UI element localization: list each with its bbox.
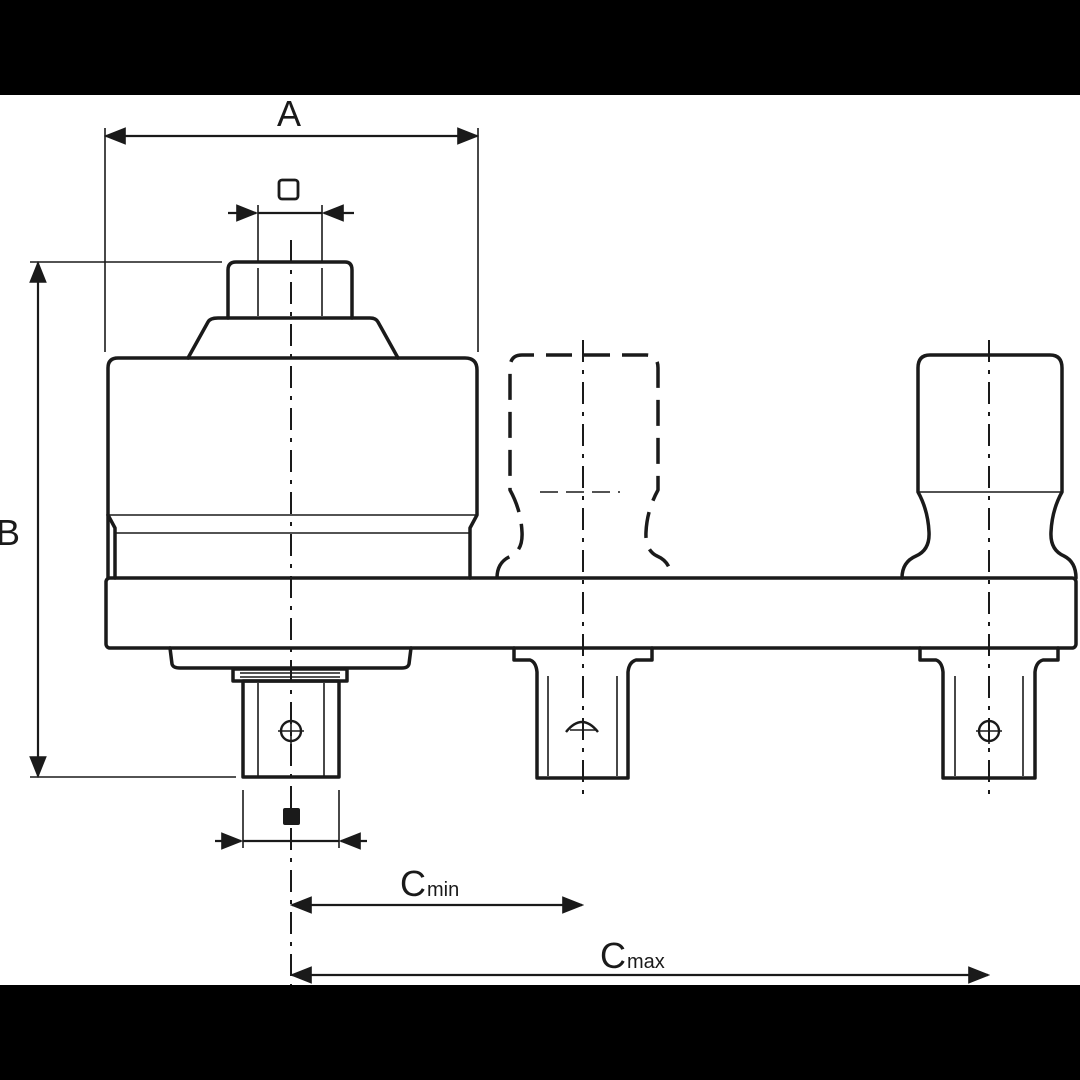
dimension-c-min: Cmin [289,863,585,914]
dimension-top-drive [228,178,354,262]
top-black-band [0,0,1080,95]
dimension-a-label: A [277,93,301,134]
dimension-b-label: B [0,512,20,553]
hollow-square-icon [277,178,300,201]
centre-lines [290,240,990,985]
filled-square-icon [283,808,300,825]
dimension-c-max-label: Cmax [600,935,665,976]
bottom-black-band [0,985,1080,1080]
dimension-c-min-label: Cmin [400,863,459,904]
drawing-area [0,95,1080,985]
dimension-b: B [0,260,236,779]
dimension-c-max: Cmax [289,935,991,984]
multiplier-body [106,260,479,580]
dimension-a: A [103,93,480,352]
reaction-arm [104,576,1078,650]
dimension-bottom-drive [215,790,367,850]
